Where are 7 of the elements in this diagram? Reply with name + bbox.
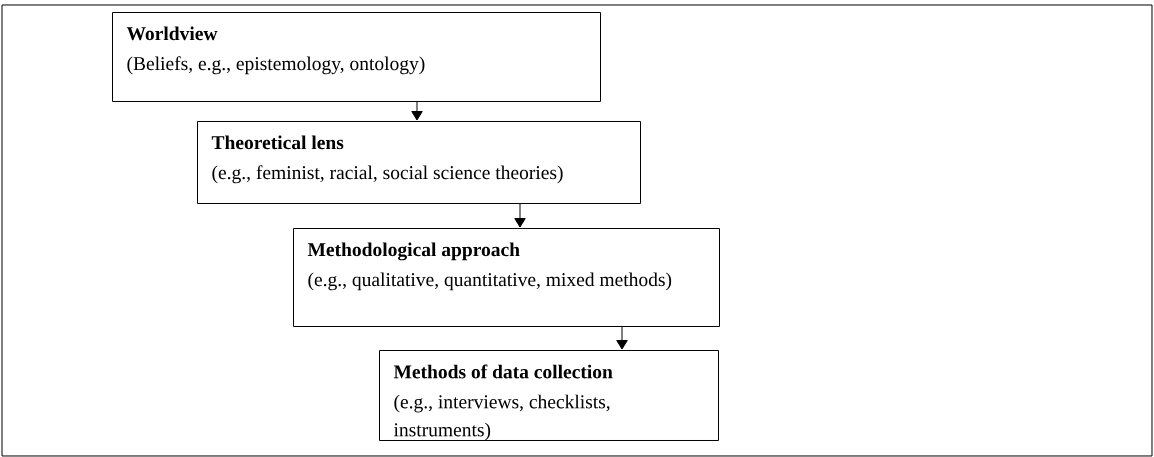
process-box: Worldview (Beliefs, e.g., epistemology, ontology) <box>112 12 601 102</box>
process-box: Theoretical lens (e.g., feminist, racial, social science theories) <box>197 121 641 204</box>
arrow <box>616 326 628 350</box>
arrow <box>514 203 526 228</box>
arrow <box>411 101 423 121</box>
process-box: Methods of data collection (e.g., interviews, checklists, instruments) <box>379 350 719 441</box>
process-box: Methodological approach (e.g., qualitative, quantitative, mixed methods) <box>293 228 720 327</box>
